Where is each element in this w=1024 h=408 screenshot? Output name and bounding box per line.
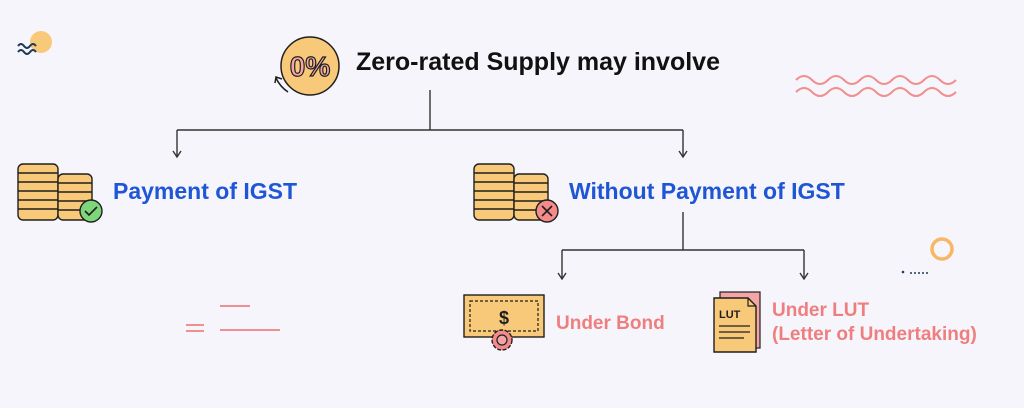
sub-right-label-line1: Under LUT xyxy=(772,300,870,321)
sub-left-label: Under Bond xyxy=(556,313,665,334)
decor-pink-waves-icon xyxy=(795,75,957,97)
coin-stack-check-icon xyxy=(17,163,103,223)
percent-badge-icon: 0% xyxy=(274,36,340,96)
lut-doc-text: LUT xyxy=(719,309,741,321)
branch-right-label: Without Payment of IGST xyxy=(569,178,845,204)
decor-sun-waves-icon xyxy=(17,31,52,55)
decor-dots-icon xyxy=(901,270,928,274)
decor-ring-icon xyxy=(930,237,954,261)
coin-stack-cross-icon xyxy=(473,163,559,223)
percent-badge-text: 0% xyxy=(290,51,331,82)
root-node-label: Zero-rated Supply may involve xyxy=(356,48,720,76)
lut-document-icon: LUT xyxy=(713,291,761,353)
bond-certificate-icon: $ xyxy=(463,294,545,351)
sub-right-label-line2: (Letter of Undertaking) xyxy=(772,324,977,345)
bond-dollar-text: $ xyxy=(499,308,509,328)
branch-left-label: Payment of IGST xyxy=(113,178,298,204)
decor-pink-dashes-icon xyxy=(186,305,280,332)
